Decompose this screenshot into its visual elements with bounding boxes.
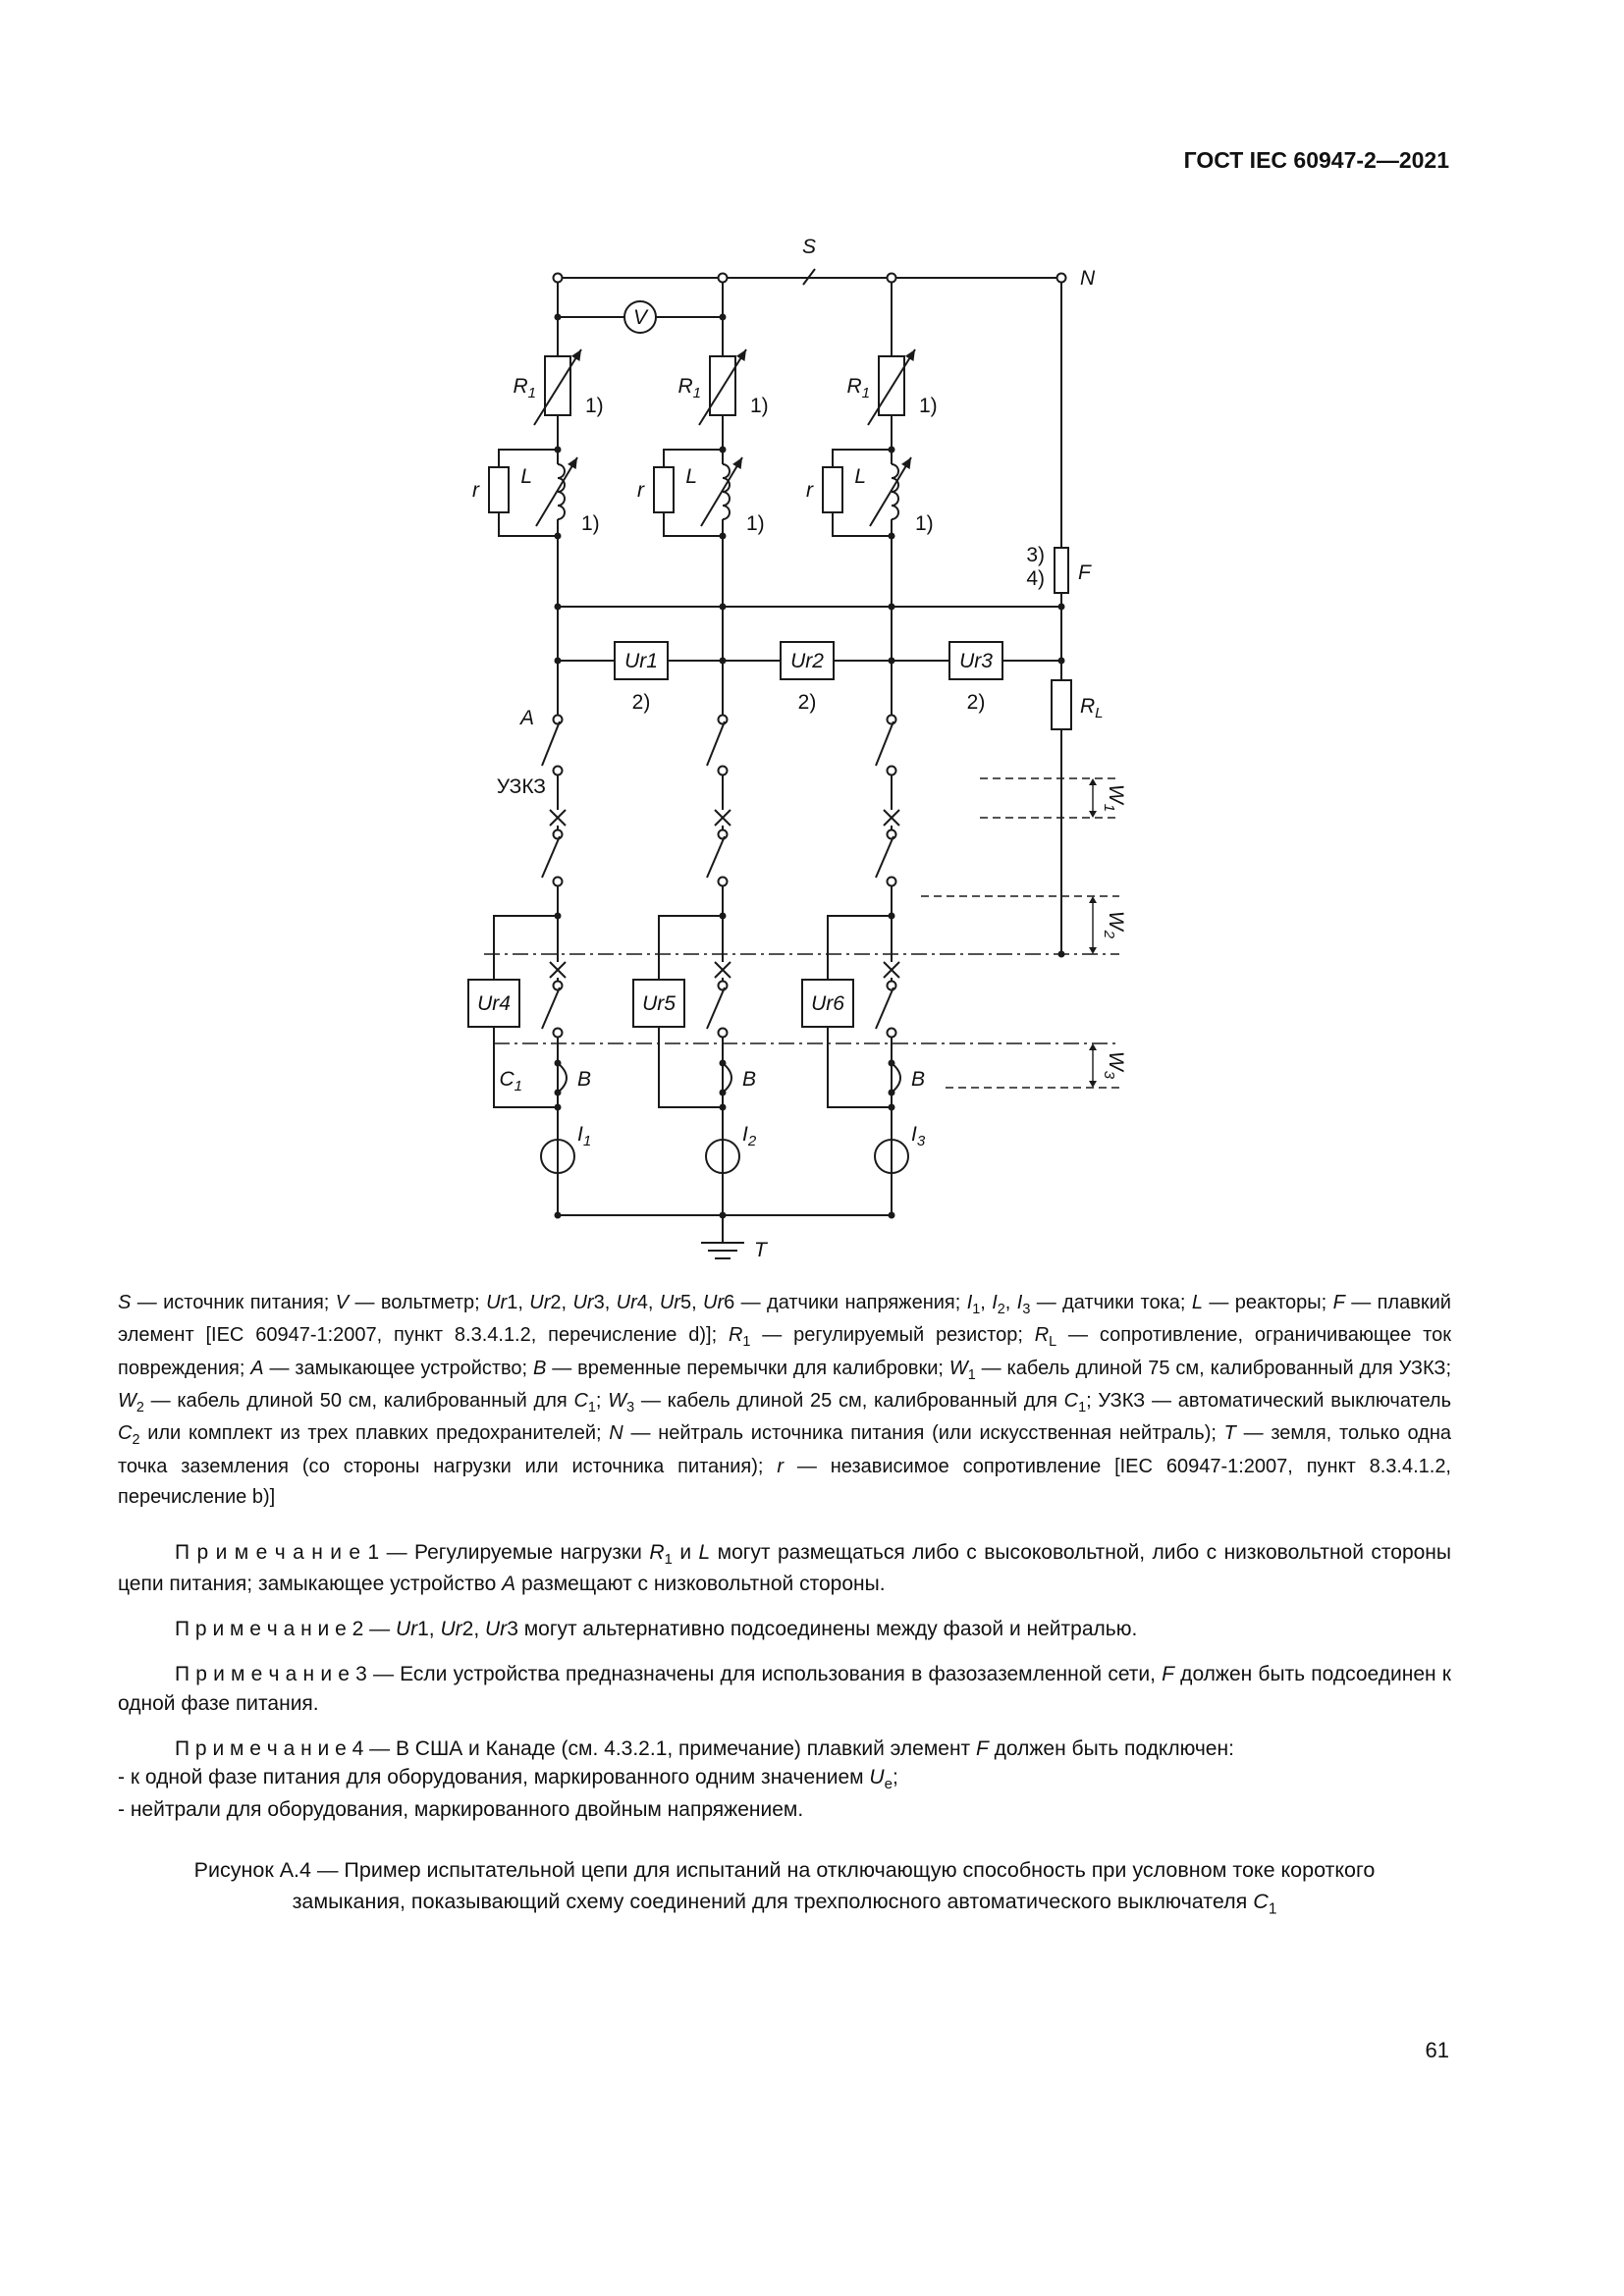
label-earth-t: T bbox=[754, 1239, 769, 1261]
note-1: П р и м е ч а н и е 1 — Регулируемые наг… bbox=[118, 1540, 1451, 1596]
label-ref1-r1-phase3: 1) bbox=[919, 395, 938, 417]
figure-caption: Рисунок А.4 — Пример испытательной цепи … bbox=[193, 1857, 1376, 1918]
fuse-f bbox=[1054, 547, 1069, 594]
label-making-device-a: A bbox=[518, 707, 534, 729]
label-ur5: Ur5 bbox=[642, 992, 676, 1015]
label-r-phase1: r bbox=[472, 479, 480, 502]
figure-legend: S — источник питания; V — вольтметр; Ur1… bbox=[118, 1292, 1452, 1508]
label-ur3: Ur3 bbox=[959, 650, 993, 672]
sensor-ur2-box bbox=[780, 641, 835, 680]
label-l-phase1: L bbox=[520, 465, 532, 488]
voltage-sensors-row: Ur1 Ur2 Ur3 2) 2) 2) bbox=[558, 641, 1061, 714]
note-4: П р и м е ч а н и е 4 — В США и Канаде (… bbox=[118, 1736, 1234, 1822]
supply-bus: S N bbox=[558, 236, 1096, 290]
label-r1-phase2: R1 bbox=[677, 375, 701, 401]
label-ref1-l-phase1: 1) bbox=[581, 512, 600, 535]
label-r-phase3: r bbox=[806, 479, 814, 502]
label-voltmeter-v: V bbox=[633, 306, 649, 329]
label-supply-s: S bbox=[802, 236, 816, 258]
phase-labels: R1 1) r L 1) I1 B R1 1) r L 1) I2 B R1 1… bbox=[472, 375, 938, 1149]
label-ref1-r1-phase2: 1) bbox=[750, 395, 769, 417]
label-resistor-rl: RL bbox=[1080, 695, 1104, 721]
earth-connection: T bbox=[554, 1211, 895, 1261]
sensor-ur3-box bbox=[948, 641, 1003, 680]
label-ref-2c: 2) bbox=[967, 691, 986, 714]
figure-text-block: S — источник питания; V — вольтметр; Ur1… bbox=[118, 1288, 1451, 1921]
label-ur4: Ur4 bbox=[477, 992, 511, 1015]
neutral-branch: 3) 4) F RL bbox=[1026, 278, 1104, 958]
phase-column-2 bbox=[633, 278, 746, 1215]
cable-dimensions: W1 W2 W3 bbox=[484, 777, 1127, 1089]
voltmeter: V bbox=[554, 300, 727, 334]
sensor-ur1-box bbox=[614, 641, 669, 680]
label-b-phase3: B bbox=[911, 1068, 925, 1091]
label-fuse-f: F bbox=[1078, 561, 1092, 584]
note-2: П р и м е ч а н и е 2 — Ur1, Ur2, Ur3 мо… bbox=[175, 1618, 1138, 1641]
label-r1-phase1: R1 bbox=[513, 375, 536, 401]
phase-column-1 bbox=[468, 278, 581, 1215]
label-b-phase2: B bbox=[742, 1068, 756, 1091]
document-header: ГОСТ IEC 60947-2—2021 bbox=[1183, 147, 1449, 173]
label-i1: I1 bbox=[577, 1123, 591, 1149]
label-l-phase3: L bbox=[854, 465, 866, 488]
terminal-phase-2 bbox=[717, 272, 729, 284]
label-ur1: Ur1 bbox=[624, 650, 658, 672]
label-ur2: Ur2 bbox=[790, 650, 824, 672]
label-ref1-r1-phase1: 1) bbox=[585, 395, 604, 417]
label-ref1-l-phase2: 1) bbox=[746, 512, 765, 535]
label-w1: W1 bbox=[1101, 784, 1127, 812]
label-ref-4: 4) bbox=[1026, 567, 1045, 590]
label-ref1-l-phase3: 1) bbox=[915, 512, 934, 535]
label-w3: W3 bbox=[1101, 1051, 1127, 1080]
label-ref-3: 3) bbox=[1026, 544, 1045, 566]
terminal-phase-1 bbox=[552, 272, 564, 284]
page-number: 61 bbox=[1425, 2038, 1449, 2062]
label-w2: W2 bbox=[1101, 911, 1127, 939]
label-r1-phase3: R1 bbox=[846, 375, 870, 401]
label-ur6: Ur6 bbox=[811, 992, 844, 1015]
label-r-phase2: r bbox=[637, 479, 645, 502]
resistor-rl bbox=[1051, 679, 1072, 730]
terminal-phase-3 bbox=[886, 272, 897, 284]
supply-tick bbox=[802, 268, 816, 286]
terminal-neutral bbox=[1056, 272, 1067, 284]
label-uzkz: УЗКЗ bbox=[497, 775, 546, 798]
label-neutral-n: N bbox=[1080, 267, 1096, 290]
voltmeter-circle bbox=[623, 300, 657, 334]
label-b-phase1: B bbox=[577, 1068, 591, 1091]
label-i3: I3 bbox=[911, 1123, 926, 1149]
note-3: П р и м е ч а н и е 3 — Если устройства … bbox=[118, 1662, 1451, 1715]
label-l-phase2: L bbox=[685, 465, 697, 488]
label-ref-2b: 2) bbox=[798, 691, 817, 714]
label-ref-2a: 2) bbox=[632, 691, 651, 714]
label-c1: C1 bbox=[499, 1068, 522, 1095]
phase-column-3 bbox=[802, 278, 915, 1215]
circuit-diagram-figure-a4: S N V 3) 4) F RL bbox=[450, 236, 1127, 1261]
label-i2: I2 bbox=[742, 1123, 757, 1149]
